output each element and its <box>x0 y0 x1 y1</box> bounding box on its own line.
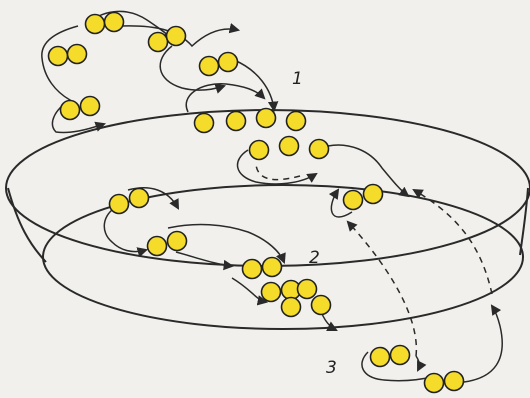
bead <box>165 25 187 47</box>
bead <box>128 187 150 209</box>
bead <box>423 372 445 394</box>
bead <box>198 55 220 77</box>
bead <box>47 45 69 67</box>
bead <box>59 99 81 121</box>
dashed-path-a <box>255 164 301 181</box>
bead <box>369 346 391 368</box>
band-inner-rim <box>42 184 524 330</box>
dashed-path-b <box>346 220 418 357</box>
path-mid-2 <box>175 251 235 271</box>
path-bottom-right-2 <box>463 304 503 383</box>
path-left-inner-2 <box>127 187 180 210</box>
path-top-2 <box>121 23 241 48</box>
path-mid-loop <box>167 223 286 264</box>
bead <box>103 11 125 33</box>
bead <box>79 95 101 117</box>
bead <box>225 110 247 132</box>
band-left-edge <box>7 187 47 263</box>
hidden-paths <box>255 164 493 357</box>
path-center-loop <box>236 149 318 185</box>
dashed-path-c <box>412 188 493 295</box>
bead <box>166 230 188 252</box>
bead <box>285 110 307 132</box>
bead <box>260 281 282 303</box>
bead <box>248 139 270 161</box>
beads <box>47 11 465 394</box>
bead <box>193 112 215 134</box>
bead <box>261 256 283 278</box>
label-2: 2 <box>309 248 320 268</box>
bead <box>443 370 465 392</box>
bead <box>310 294 332 316</box>
path-lower-loop <box>361 351 437 382</box>
bead <box>108 193 130 215</box>
path-bottom-right <box>415 355 427 372</box>
bead <box>84 13 106 35</box>
bead <box>280 296 302 318</box>
band-right-edge <box>519 187 529 256</box>
path-top-4 <box>233 59 279 113</box>
path-left-inner <box>103 205 149 258</box>
bead <box>278 135 300 157</box>
path-right-lower <box>328 188 353 218</box>
bead <box>241 258 263 280</box>
label-1: 1 <box>292 69 303 89</box>
path-upper-center <box>185 83 266 113</box>
label-3: 3 <box>326 358 337 378</box>
bead <box>389 344 411 366</box>
bead <box>342 189 364 211</box>
bead <box>255 107 277 129</box>
path-under-2 <box>231 277 269 306</box>
bead <box>362 183 384 205</box>
bead <box>308 138 330 160</box>
bead <box>296 278 318 300</box>
path-right-upper <box>327 144 410 198</box>
bead <box>147 31 169 53</box>
loop-paths <box>41 10 503 383</box>
bead <box>66 43 88 65</box>
bead <box>217 51 239 73</box>
path-top-3 <box>159 45 226 94</box>
bead <box>146 235 168 257</box>
